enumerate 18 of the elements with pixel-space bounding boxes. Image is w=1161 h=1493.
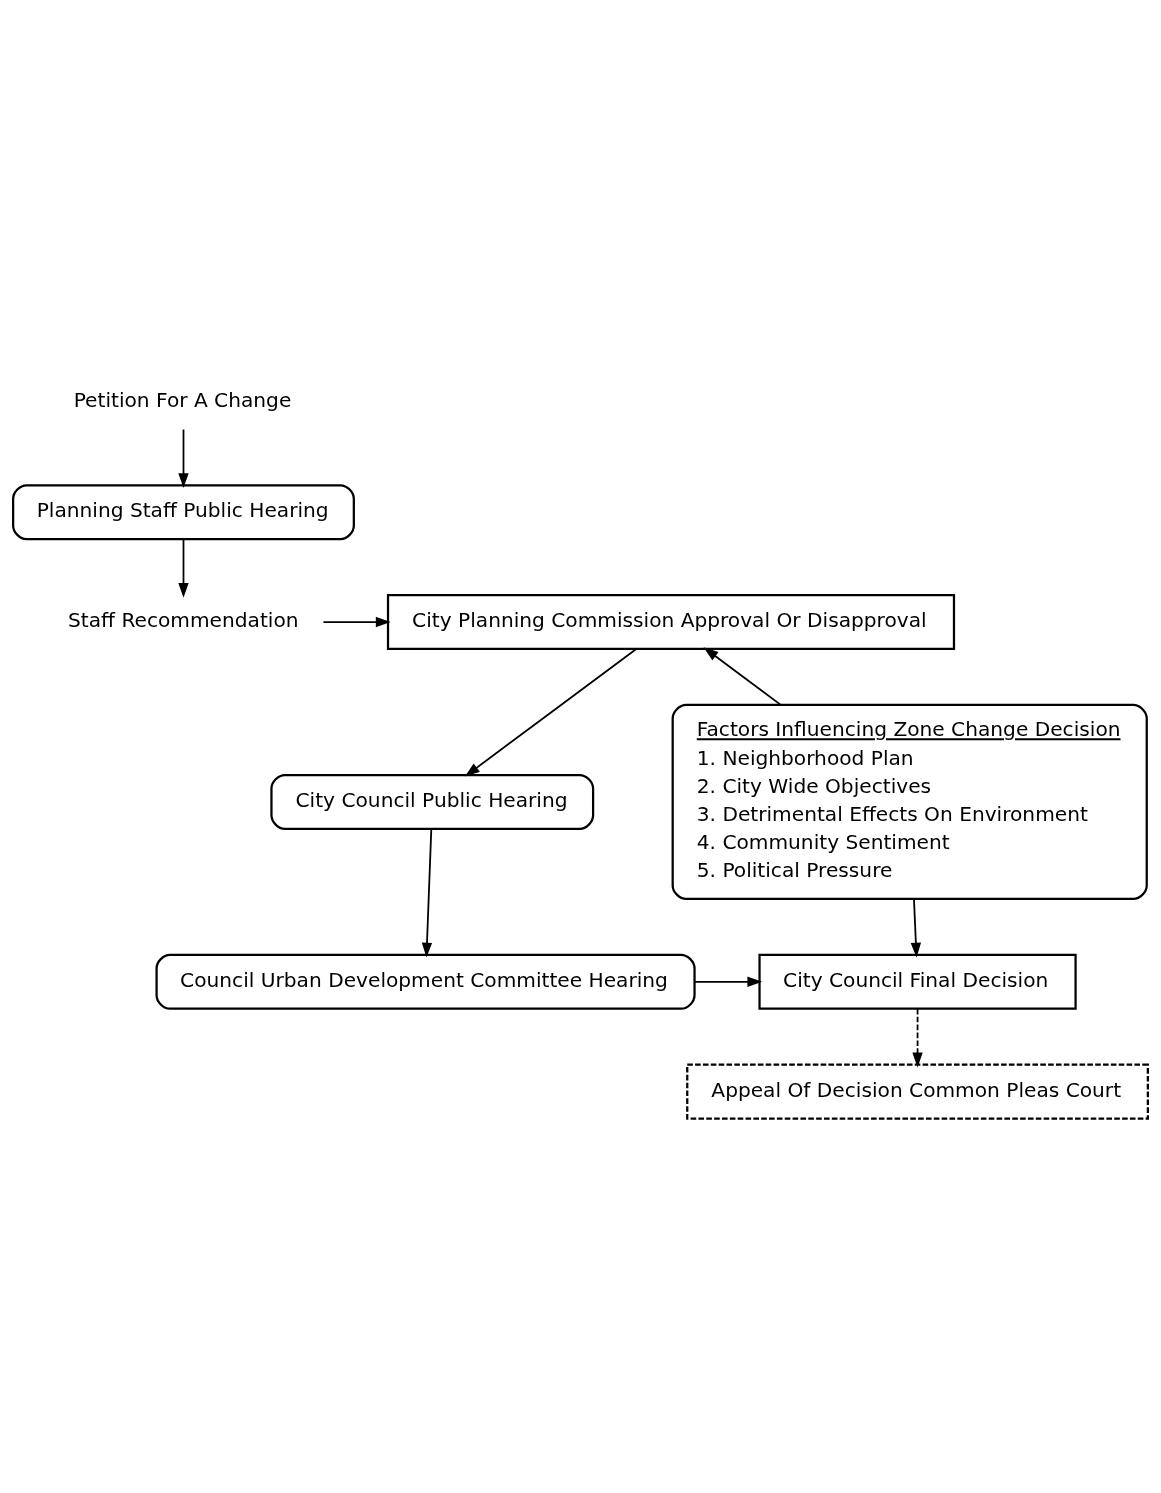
node-box: Appeal Of Decision Common Pleas Court <box>686 1063 1149 1120</box>
arrow <box>421 827 433 957</box>
node-box: Council Urban Development Committee Hearing <box>155 953 696 1010</box>
arrow <box>703 646 782 706</box>
node-box: Factors Influencing Zone Change Decision 1. Neighborhood Plan 2. City Wide Objectives 3. Detrimental Effects On Environment 4. Community Sentiment 5. Political Pressure <box>671 703 1148 900</box>
arrow <box>910 897 922 958</box>
arrow <box>322 616 391 627</box>
arrow <box>693 976 763 987</box>
node-box: City Planning Commission Approval Or Disapproval <box>386 593 956 650</box>
node-box: City Council Final Decision <box>758 953 1077 1010</box>
arrow <box>912 1007 923 1067</box>
node-box: Planning Staff Public Hearing <box>12 483 355 540</box>
arrow <box>464 647 638 777</box>
node-text: Staff Recommendation <box>68 607 299 632</box>
node-text: Petition For A Change <box>73 387 292 412</box>
arrow <box>178 538 189 598</box>
arrow <box>178 428 189 488</box>
node-box: City Council Public Hearing <box>270 773 595 830</box>
